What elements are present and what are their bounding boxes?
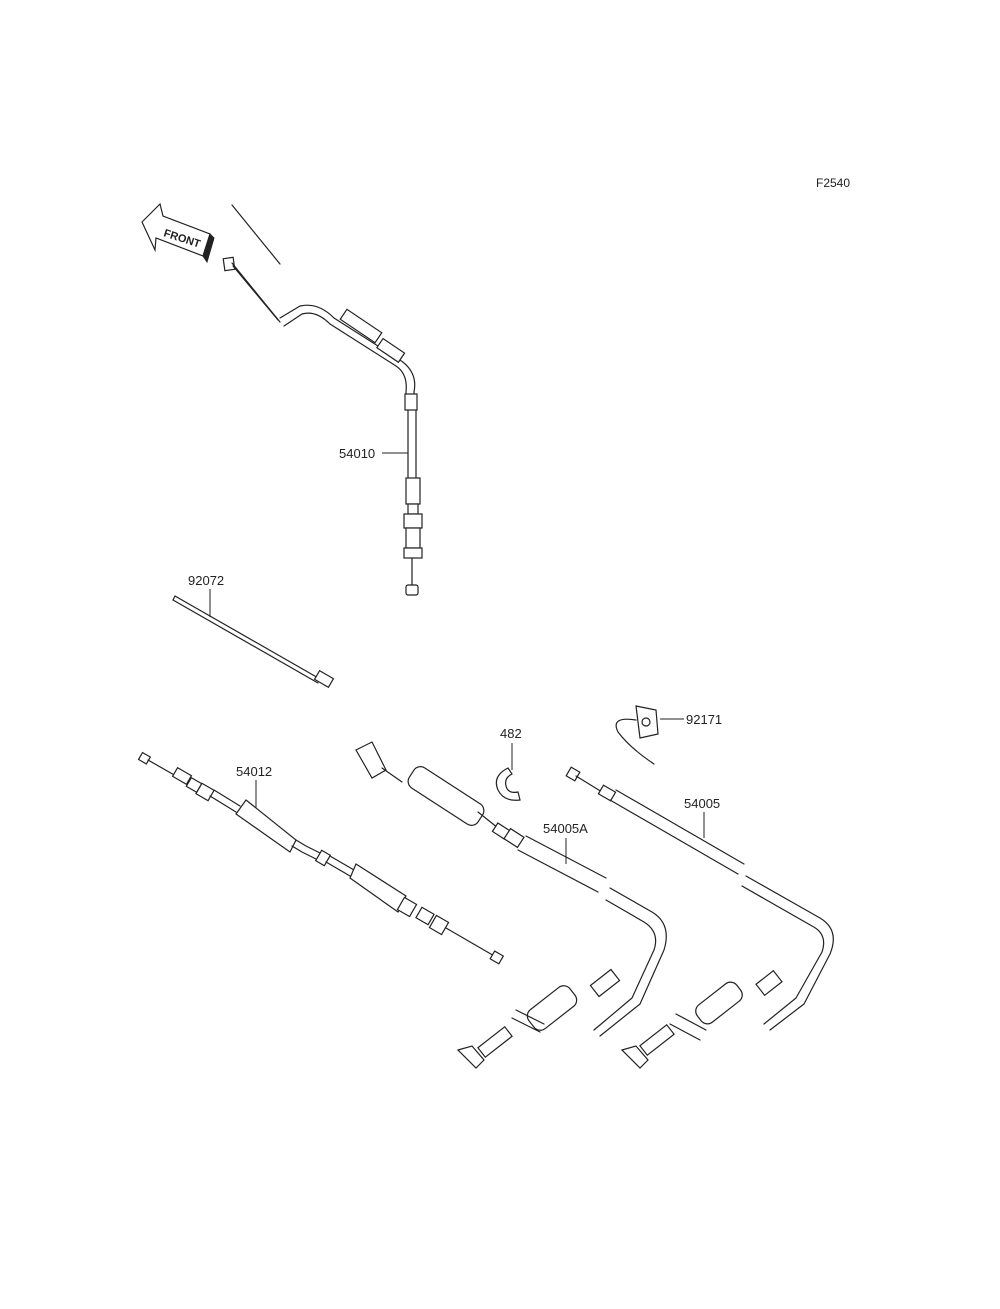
cable-tie-92072 [172, 595, 335, 689]
clip-482 [495, 767, 521, 801]
part-label-92171: 92171 [686, 712, 722, 727]
front-direction-arrow-icon: FRONT [141, 202, 215, 264]
cable-54012 [137, 751, 505, 965]
part-label-54005a: 54005A [543, 821, 588, 836]
cable-54005a [355, 741, 667, 1069]
part-label-92072: 92072 [188, 573, 224, 588]
part-label-482: 482 [500, 726, 522, 741]
part-label-54005: 54005 [684, 796, 720, 811]
part-label-54012: 54012 [236, 764, 272, 779]
bracket-92171 [615, 705, 659, 765]
cable-54005 [565, 766, 834, 1069]
cable-54010 [222, 204, 423, 596]
figure-code: F2540 [816, 176, 850, 190]
part-label-54010: 54010 [339, 446, 375, 461]
